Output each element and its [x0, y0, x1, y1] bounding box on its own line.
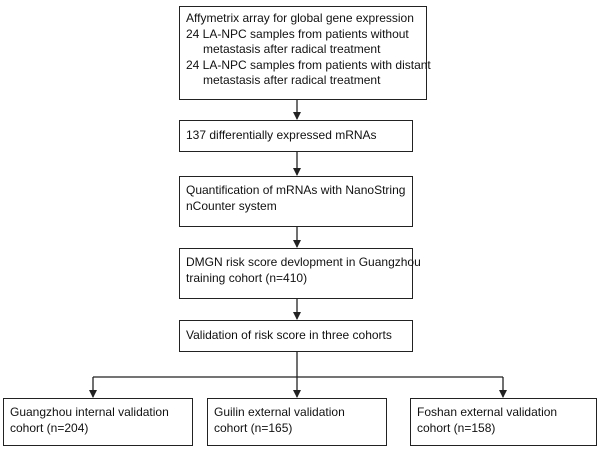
- step-array-line4: 24 LA-NPC samples from patients with dis…: [186, 57, 431, 72]
- cohort-guilin-box: Guilin external validation cohort (n=165…: [207, 398, 387, 446]
- step-validation-box: Validation of risk score in three cohort…: [179, 320, 413, 352]
- step-array-line2: 24 LA-NPC samples from patients without: [186, 26, 409, 41]
- cohort-foshan-line2: cohort (n=158): [417, 420, 496, 435]
- cohort-guilin-line2: cohort (n=165): [214, 420, 293, 435]
- step-development-box: DMGN risk score devlopment in Guangzhou …: [179, 248, 421, 299]
- step-quantification-line2: nCounter system: [186, 198, 277, 213]
- step-array-box: Affymetrix array for global gene express…: [179, 6, 431, 100]
- cohort-guangzhou-box: Guangzhou internal validation cohort (n=…: [3, 398, 193, 446]
- step-array-line3: metastasis after radical treatment: [203, 42, 381, 56]
- step-development-line2: training cohort (n=410): [186, 270, 308, 285]
- step-development-line1: DMGN risk score devlopment in Guangzhou: [186, 255, 421, 269]
- cohort-guangzhou-line2: cohort (n=204): [10, 420, 89, 435]
- cohort-guangzhou-line1: Guangzhou internal validation: [10, 405, 169, 419]
- step-differential-line1: 137 differentially expressed mRNAs: [186, 128, 377, 142]
- step-quantification-line1: Quantification of mRNAs with NanoString: [186, 183, 406, 197]
- cohort-foshan-line1: Foshan external validation: [417, 405, 558, 419]
- step-quantification-box: Quantification of mRNAs with NanoString …: [179, 176, 413, 227]
- step-array-line5: metastasis after radical treatment: [203, 73, 381, 87]
- step-differential-box: 137 differentially expressed mRNAs: [179, 120, 413, 152]
- cohort-foshan-box: Foshan external validation cohort (n=158…: [410, 398, 597, 446]
- step-array-line1: Affymetrix array for global gene express…: [186, 11, 414, 25]
- cohort-guilin-line1: Guilin external validation: [214, 405, 345, 419]
- step-validation-line1: Validation of risk score in three cohort…: [186, 328, 392, 342]
